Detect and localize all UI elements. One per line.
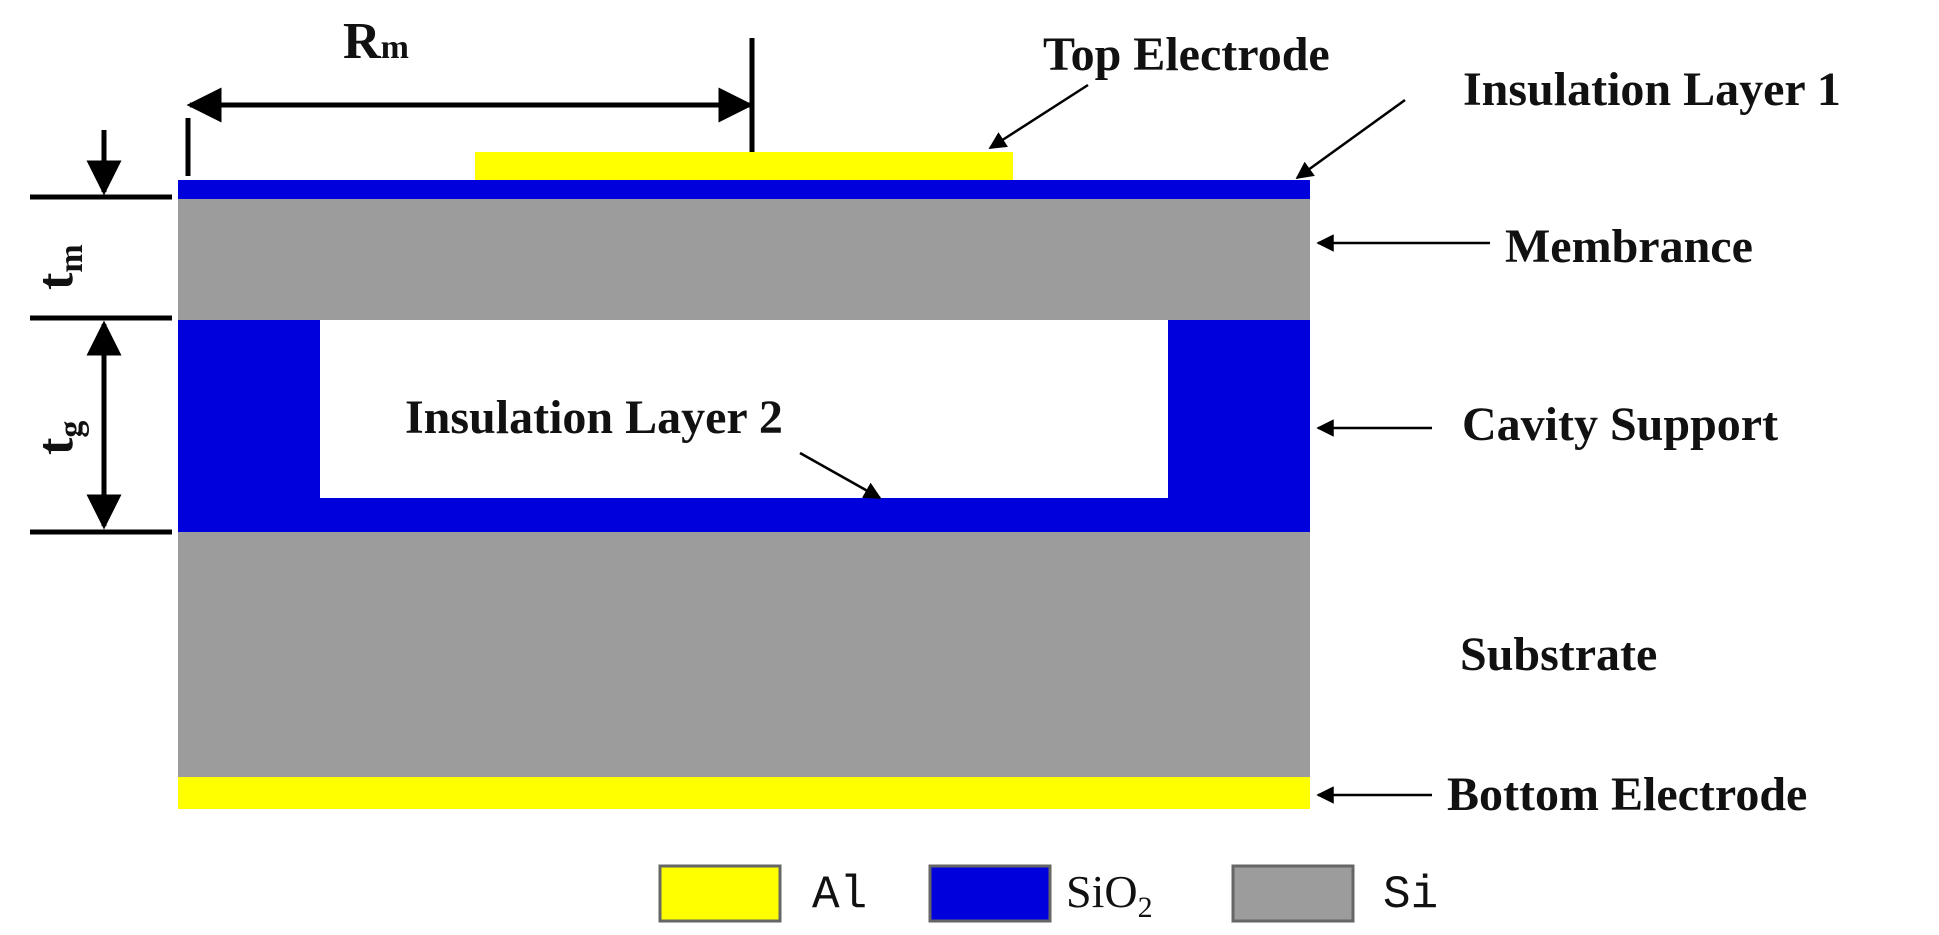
cavity	[320, 320, 1168, 498]
legend-swatch-si	[1231, 864, 1355, 923]
pointer-insulation-layer-2	[799, 451, 882, 500]
legend-swatch-sio2	[928, 864, 1052, 923]
rm-symbol: Rm	[343, 13, 409, 70]
cavity-support-right	[1168, 320, 1310, 532]
label-substrate: Substrate	[1460, 628, 1657, 681]
label-membrance: Membrance	[1505, 220, 1753, 273]
cavity-support-left	[178, 320, 320, 532]
legend-label-si: Si	[1383, 869, 1438, 921]
legend: Al SiO2 Si	[658, 864, 1438, 924]
legend-label-sio2: SiO2	[1066, 866, 1153, 924]
label-insulation-layer-1: Insulation Layer 1	[1463, 63, 1841, 116]
tm-symbol: tm	[27, 244, 90, 290]
top-electrode-layer	[475, 152, 1013, 182]
insulation-layer-1	[178, 180, 1310, 199]
legend-label-al: Al	[812, 869, 867, 921]
pointer-insulation-layer-1	[1295, 98, 1406, 180]
label-insulation-layer-2: Insulation Layer 2	[405, 391, 783, 444]
insulation-layer-2	[320, 498, 1168, 532]
tg-symbol: tg	[27, 421, 90, 455]
pointer-top-electrode	[988, 83, 1089, 150]
membrane-layer	[178, 199, 1310, 320]
label-top-electrode: Top Electrode	[1043, 28, 1330, 81]
label-cavity-support: Cavity Support	[1462, 398, 1778, 451]
label-bottom-electrode: Bottom Electrode	[1447, 768, 1807, 821]
substrate-layer	[178, 532, 1310, 777]
bottom-electrode-layer	[178, 777, 1310, 809]
legend-swatch-al	[658, 864, 782, 923]
